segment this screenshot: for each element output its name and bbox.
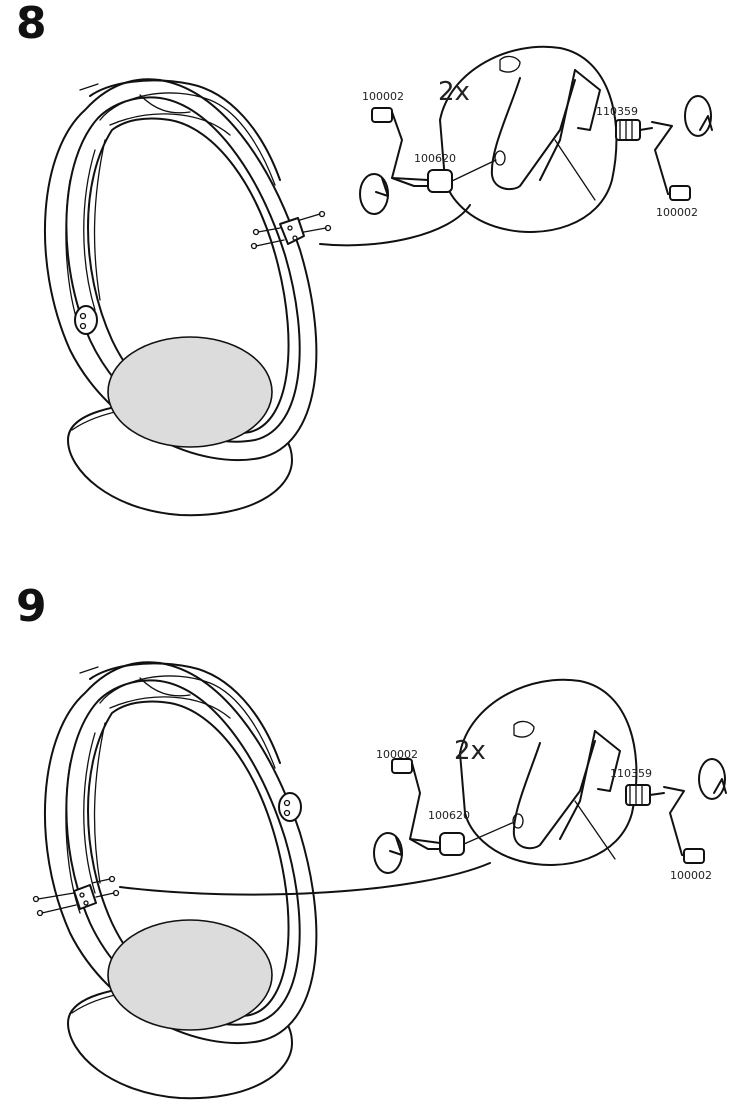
assembly-step-9: 9	[0, 553, 739, 1105]
shell-bracket-right	[250, 210, 332, 250]
step-9-illustration: 100002 2x 100620 110359 100002	[32, 661, 727, 1100]
rotate-arrow-right-icon	[698, 758, 727, 800]
bolt-part	[625, 784, 665, 806]
allen-key-left	[371, 107, 429, 187]
quantity-label: 2x	[454, 736, 486, 766]
assembly-step-8: 8	[0, 0, 739, 552]
quantity-label: 2x	[438, 77, 470, 107]
part-label-100002-right: 100002	[670, 869, 712, 882]
rotate-arrow-left-icon	[359, 173, 389, 215]
detail-callout-pointer	[119, 862, 491, 896]
part-label-100002-left: 100002	[376, 748, 418, 761]
step-8-illustration: 100002 2x 100620 110359 100002	[43, 45, 713, 517]
part-label-110359: 110359	[610, 767, 652, 780]
allen-key-right	[651, 121, 691, 201]
dowel-part	[427, 159, 497, 193]
bolt-part	[615, 119, 653, 141]
part-label-100002-right: 100002	[656, 206, 698, 219]
seat-cushion	[107, 336, 273, 448]
part-label-100620: 100620	[428, 809, 470, 822]
detail-callout-pointer	[319, 204, 471, 247]
allen-key-right	[663, 786, 705, 864]
dowel-part	[439, 822, 513, 856]
part-label-110359: 110359	[596, 105, 638, 118]
shell-bracket-left	[74, 305, 98, 335]
step-number: 8	[16, 0, 47, 49]
part-label-100620: 100620	[414, 152, 456, 165]
part-label-100002-left: 100002	[362, 90, 404, 103]
allen-key-left	[391, 758, 441, 850]
rotate-arrow-left-icon	[373, 832, 403, 874]
seat-cushion	[107, 919, 273, 1031]
rotate-arrow-right-icon	[684, 95, 713, 137]
detail-circle	[439, 45, 618, 233]
shell-bracket-left	[32, 875, 120, 917]
shell-bracket-right	[278, 792, 302, 822]
step-number: 9	[16, 581, 47, 632]
